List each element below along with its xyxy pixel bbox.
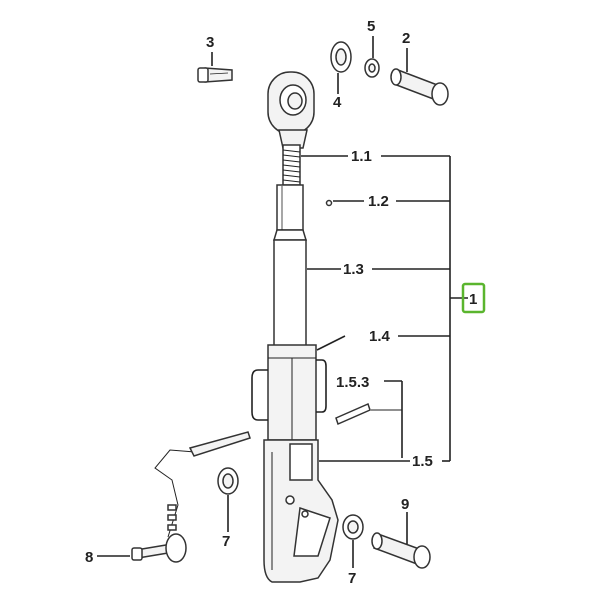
part-4-washer xyxy=(330,41,352,73)
callout-1-2[interactable]: 1.2 xyxy=(368,193,389,210)
inner-tube xyxy=(272,184,308,351)
callout-4[interactable]: 4 xyxy=(333,94,342,111)
ball-joint-eye xyxy=(267,71,315,149)
part-5-washer xyxy=(364,58,380,78)
top-link-assembly xyxy=(251,71,339,583)
callout-labels: 1.1 1.2 1.3 1 1.4 1.5.3 1.5 3 5 2 4 7 7 … xyxy=(85,18,477,587)
callout-1-5-3[interactable]: 1.5.3 xyxy=(336,374,369,391)
part-2-pin xyxy=(390,68,449,106)
callout-1-3[interactable]: 1.3 xyxy=(343,261,364,278)
part-1-2-nut xyxy=(325,199,333,207)
callout-1-1[interactable]: 1.1 xyxy=(351,148,372,165)
fork-end xyxy=(263,439,339,583)
callout-3[interactable]: 3 xyxy=(206,34,214,51)
callout-9[interactable]: 9 xyxy=(401,496,409,513)
callout-5[interactable]: 5 xyxy=(367,18,375,35)
part-1-5-3-pin xyxy=(335,402,371,426)
leader-lines xyxy=(97,36,468,568)
callout-1[interactable]: 1 xyxy=(469,291,477,308)
callout-1-5[interactable]: 1.5 xyxy=(412,453,433,470)
part-3-bolt xyxy=(197,67,233,83)
part-8-lynch-pin xyxy=(131,431,251,563)
part-9-pin xyxy=(371,532,431,569)
threaded-rod xyxy=(282,144,301,186)
part-7-washer-left xyxy=(217,467,239,495)
selected-callout-highlight xyxy=(461,282,486,314)
callout-1-4[interactable]: 1.4 xyxy=(369,328,391,345)
callout-2[interactable]: 2 xyxy=(402,30,410,47)
part-7-washer-bottom xyxy=(342,514,364,540)
callout-7-left[interactable]: 7 xyxy=(222,533,230,550)
callout-7-bottom[interactable]: 7 xyxy=(348,570,356,587)
callout-8[interactable]: 8 xyxy=(85,549,93,566)
outer-sleeve xyxy=(251,344,327,441)
